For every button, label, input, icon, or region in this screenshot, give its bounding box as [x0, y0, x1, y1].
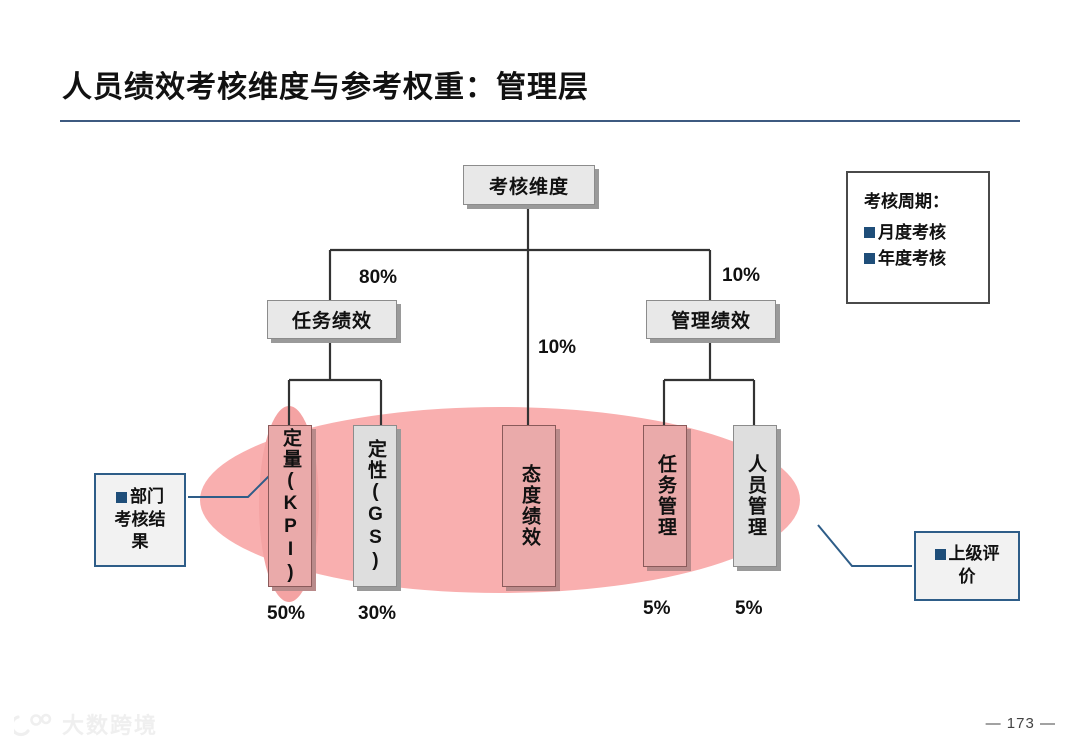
weight-leaf-task-mgmt: 5%	[643, 598, 671, 619]
node-leaf-kpi-label: 定量(KPI)	[279, 427, 301, 585]
watermark-mark-icon	[14, 713, 52, 737]
weight-mgmt-performance: 10%	[722, 265, 761, 286]
node-root-label: 考核维度	[488, 176, 569, 198]
callout-department-result[interactable]: 部门 考核结 果	[94, 473, 186, 567]
callout-leader-right	[817, 524, 912, 567]
node-root[interactable]: 考核维度	[463, 165, 595, 205]
watermark-logo: 大数跨境	[14, 708, 158, 740]
node-leaf-gs[interactable]: 定性(GS)	[353, 425, 397, 587]
callout-supervisor-evaluation[interactable]: 上级评 价	[914, 531, 1020, 601]
weight-leaf-gs: 30%	[358, 603, 397, 624]
page-number: — 173 —	[985, 715, 1056, 732]
square-bullet-icon	[934, 549, 946, 561]
callout-right-line2: 价	[958, 567, 976, 586]
weight-attitude-performance: 10%	[538, 337, 577, 358]
weight-leaf-people-mgmt: 5%	[735, 598, 763, 619]
callout-left-line1-row: 部门	[116, 486, 164, 509]
callout-left-line3: 果	[131, 532, 149, 552]
node-leaf-kpi[interactable]: 定量(KPI)	[268, 425, 312, 587]
node-leaf-gs-label: 定性(GS)	[364, 439, 386, 573]
node-leaf-people-mgmt-label: 人员管理	[744, 454, 766, 538]
callout-right-line1: 上级评	[948, 544, 1000, 564]
legend-assessment-cycle: 考核周期： 月度考核 年度考核	[846, 171, 990, 304]
weight-leaf-kpi: 50%	[267, 603, 306, 624]
legend-item-monthly-label: 月度考核	[878, 223, 946, 242]
square-bullet-icon	[864, 227, 875, 239]
title-divider	[60, 120, 1020, 122]
legend-title: 考核周期：	[864, 192, 949, 211]
node-task-performance[interactable]: 任务绩效	[267, 300, 397, 339]
node-leaf-task-mgmt-label: 任务管理	[654, 454, 676, 538]
weight-task-performance: 80%	[359, 267, 398, 288]
node-leaf-attitude-label: 态度绩效	[518, 464, 540, 548]
legend-item-annual: 年度考核	[864, 246, 972, 272]
node-leaf-task-mgmt[interactable]: 任务管理	[643, 425, 687, 567]
page-title: 人员绩效考核维度与参考权重：管理层	[62, 71, 589, 104]
callout-right-line1-row: 上级评	[934, 543, 1000, 566]
square-bullet-icon	[116, 491, 127, 503]
square-bullet-icon	[864, 252, 875, 264]
node-leaf-people-mgmt[interactable]: 人员管理	[733, 425, 777, 567]
callout-left-line2: 考核结	[114, 509, 166, 529]
legend-item-monthly: 月度考核	[864, 220, 972, 246]
node-mgmt-performance-label: 管理绩效	[670, 311, 751, 332]
node-leaf-attitude[interactable]: 态度绩效	[502, 425, 556, 587]
watermark-text: 大数跨境	[62, 713, 159, 738]
legend-item-annual-label: 年度考核	[878, 248, 946, 268]
callout-left-line1: 部门	[130, 486, 164, 506]
node-task-performance-label: 任务绩效	[291, 311, 372, 332]
node-mgmt-performance[interactable]: 管理绩效	[646, 300, 776, 339]
